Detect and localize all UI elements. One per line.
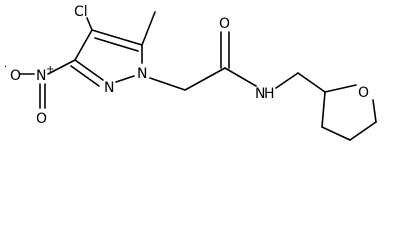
atom-label-o-minus: O xyxy=(10,68,21,84)
structure-svg: Cl N + · O O N N O N H O xyxy=(4,4,377,141)
bond-c4-c5 xyxy=(91,29,143,46)
bond-c4-c5-double xyxy=(94,37,139,52)
bond-c5-methyl xyxy=(141,11,156,46)
bond-namide-ch2 xyxy=(275,72,299,89)
atom-label-o-double: O xyxy=(36,111,47,127)
atom-label-n-ring-1: N xyxy=(137,66,147,82)
bond-ch2-thf xyxy=(297,72,326,93)
bond-thf-c2-o xyxy=(324,84,357,93)
molecule-structure-diagram: Cl N + · O O N N O N H O xyxy=(4,4,377,141)
atom-label-o-thf: O xyxy=(358,85,369,101)
bond-c3-c4 xyxy=(74,29,93,61)
atom-label-n-ring-2: N xyxy=(104,80,114,96)
atom-radical-dot: · xyxy=(4,62,7,73)
bond-n1-n2 xyxy=(115,75,135,83)
atom-label-o-carbonyl: O xyxy=(219,16,230,32)
atom-label-cl: Cl xyxy=(74,4,88,20)
bond-thf-c4-c3 xyxy=(321,126,351,141)
bond-c4-cl xyxy=(86,17,93,31)
bond-n1-ch2 xyxy=(149,77,186,91)
bond-thf-c3-c2 xyxy=(321,91,326,128)
bond-n2-c3-double xyxy=(70,65,100,87)
atom-charge-plus: + xyxy=(46,64,54,75)
atom-label-n-amide: N xyxy=(255,86,265,102)
bond-ch2-ccarbonyl xyxy=(184,67,226,91)
bond-thf-o-c5 xyxy=(372,99,377,123)
bond-c-namide xyxy=(224,67,257,87)
bond-thf-c5-c4 xyxy=(349,121,377,141)
bond-c3-nnitro xyxy=(47,59,76,75)
atom-label-n-nitro: N xyxy=(36,68,46,84)
bond-n2-c3 xyxy=(74,59,104,81)
atom-label-h-amide: H xyxy=(264,86,275,102)
